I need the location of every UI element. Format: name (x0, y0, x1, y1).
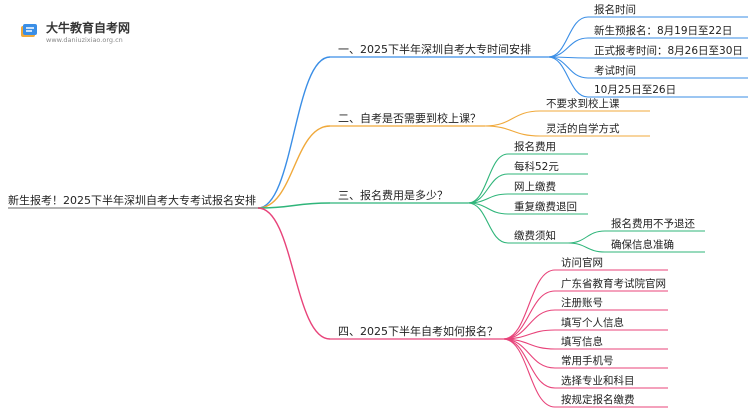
leaf-connector (467, 202, 509, 244)
branch-connector (257, 207, 331, 340)
subleaf-label: 确保信息准确 (611, 238, 674, 251)
leaf-label: 10月25日至26日 (594, 84, 676, 96)
leaf-label: 填写个人信息 (561, 316, 624, 329)
branch-connector (257, 56, 331, 209)
branch-label: 三、报名费用是多少？ (338, 188, 448, 202)
leaf-connector (547, 56, 589, 98)
subleaf-connector (567, 230, 606, 244)
branch-label: 四、2025下半年自考如何报名？ (338, 324, 498, 338)
leaf-label: 新生预报名：8月19日至22日 (594, 24, 732, 37)
leaf-label: 正式报考时间：8月26日至30日 (594, 44, 743, 57)
leaf-connector (484, 110, 541, 127)
leaf-label: 注册账号 (561, 296, 603, 309)
branch-connector (257, 202, 331, 209)
leaf-label: 广东省教育考试院官网 (561, 277, 666, 290)
root-topic: 新生报考！2025下半年深圳自考大专考试报名安排 (8, 193, 256, 207)
leaf-connector (484, 125, 541, 137)
leaf-connector (547, 16, 589, 58)
site-logo: 大牛教育自考网 www.daniuzixiao.org.cn (18, 18, 148, 48)
logo-title: 大牛教育自考网 (46, 21, 131, 35)
leaf-label: 常用手机号 (561, 354, 614, 367)
leaf-label: 缴费须知 (514, 229, 556, 242)
branch-label: 二、自考是否需要到校上课？ (338, 111, 481, 125)
leaf-label: 网上缴费 (514, 180, 556, 193)
subleaf-connector (567, 242, 606, 253)
branch-connector (257, 125, 331, 209)
leaf-connector (467, 153, 509, 204)
leaf-connector (502, 290, 556, 340)
leaf-connector (502, 269, 556, 340)
leaf-label: 填写信息 (561, 335, 603, 348)
leaf-label: 按规定报名缴费 (561, 393, 635, 406)
leaf-connector (502, 338, 556, 408)
leaf-connector (547, 56, 589, 79)
leaf-label: 选择专业和科目 (561, 374, 635, 387)
leaf-label: 考试时间 (594, 64, 636, 77)
leaf-connector (502, 338, 556, 389)
leaf-label: 每科52元 (514, 160, 559, 173)
leaf-label: 重复缴费退回 (514, 200, 577, 213)
leaf-label: 报名时间 (594, 3, 636, 16)
leaf-label: 灵活的自学方式 (546, 122, 620, 135)
leaf-connector (547, 37, 589, 58)
leaf-label: 不要求到校上课 (546, 97, 620, 110)
leaf-label: 访问官网 (561, 256, 603, 269)
subleaf-label: 报名费用不予退还 (611, 217, 695, 230)
book-icon (21, 24, 37, 37)
logo-url: www.daniuzixiao.org.cn (46, 36, 123, 44)
leaf-label: 报名费用 (514, 140, 556, 153)
branch-label: 一、2025下半年深圳自考大专时间安排 (338, 42, 531, 56)
